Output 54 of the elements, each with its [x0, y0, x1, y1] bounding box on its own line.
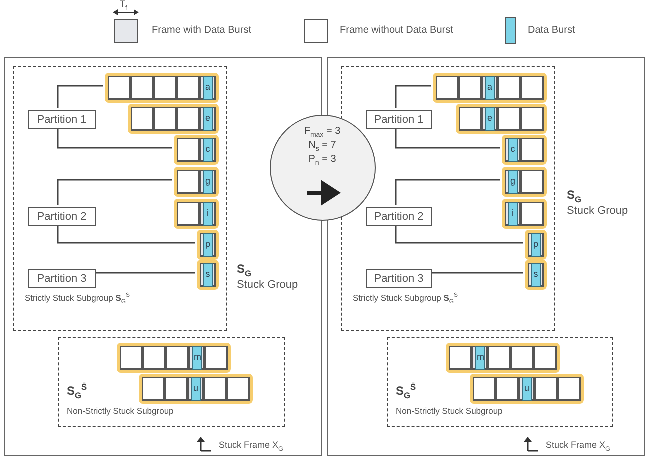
- burst-label: u: [524, 383, 530, 393]
- dimension-label: T$_{f}$: [120, 0, 128, 13]
- burst-label: m: [477, 352, 483, 362]
- partition-box: Partition 3: [366, 269, 432, 288]
- subgroup-label: Non-Strictly Stuck Subgroup: [67, 406, 174, 416]
- subgroup-box: [341, 66, 555, 331]
- legend-label: Frame without Data Burst: [340, 25, 454, 36]
- partition-box: Partition 1: [366, 110, 432, 129]
- burst-label: p: [533, 239, 539, 249]
- connector-line: [430, 272, 523, 274]
- legend-label: Frame with Data Burst: [152, 25, 252, 36]
- group-label: Stuck Group: [237, 279, 298, 291]
- connector-line: [57, 85, 103, 108]
- group-label: Stuck Group: [567, 205, 628, 217]
- stuck-frame-label: Stuck Frame X$_{G}$: [546, 440, 610, 453]
- partition-box: Partition 3: [28, 269, 96, 288]
- connector-line: [395, 127, 500, 149]
- connector-line: [57, 127, 172, 149]
- group-symbol: S$_{G}$: [567, 188, 582, 204]
- partition-box: Partition 2: [28, 207, 96, 226]
- subgroup-box: [13, 66, 227, 331]
- burst-label: u: [193, 383, 199, 393]
- burst-label: g: [205, 176, 211, 186]
- connector-line: [57, 179, 172, 205]
- connector-line: [395, 179, 500, 205]
- stuck-frame-label: Stuck Frame X$_{G}$: [219, 440, 284, 453]
- connector-line: [57, 224, 195, 244]
- connector-line: [395, 85, 431, 108]
- connector-line: [94, 272, 195, 274]
- subgroup-label: Non-Strictly Stuck Subgroup: [396, 406, 503, 416]
- burst-label: p: [205, 239, 211, 249]
- partition-box: Partition 2: [366, 207, 432, 226]
- burst-label: m: [194, 352, 200, 362]
- burst-label: a: [205, 82, 211, 92]
- subgroup-box: [387, 337, 613, 427]
- parameter-label: F$_{max}$ = 3: [303, 126, 342, 139]
- burst-label: i: [206, 208, 210, 218]
- burst-label: g: [510, 176, 516, 186]
- connector-line: [395, 224, 523, 244]
- burst-label: a: [487, 82, 493, 92]
- legend-label: Data Burst: [528, 24, 576, 36]
- burst-label: e: [487, 113, 493, 123]
- group-symbol: S$_{G}$: [237, 262, 252, 278]
- burst-label: c: [205, 144, 211, 154]
- burst-label: c: [510, 144, 516, 154]
- burst-label: i: [511, 208, 515, 218]
- subgroup-box: [58, 337, 285, 427]
- burst-label: e: [205, 113, 211, 123]
- burst-label: s: [533, 269, 539, 279]
- partition-box: Partition 1: [28, 110, 96, 129]
- parameter-label: N$_{s}$ = 7: [308, 140, 338, 153]
- panel-frame: [327, 57, 645, 456]
- parameter-label: P$_{n}$ = 3: [308, 154, 338, 167]
- burst-label: s: [205, 269, 211, 279]
